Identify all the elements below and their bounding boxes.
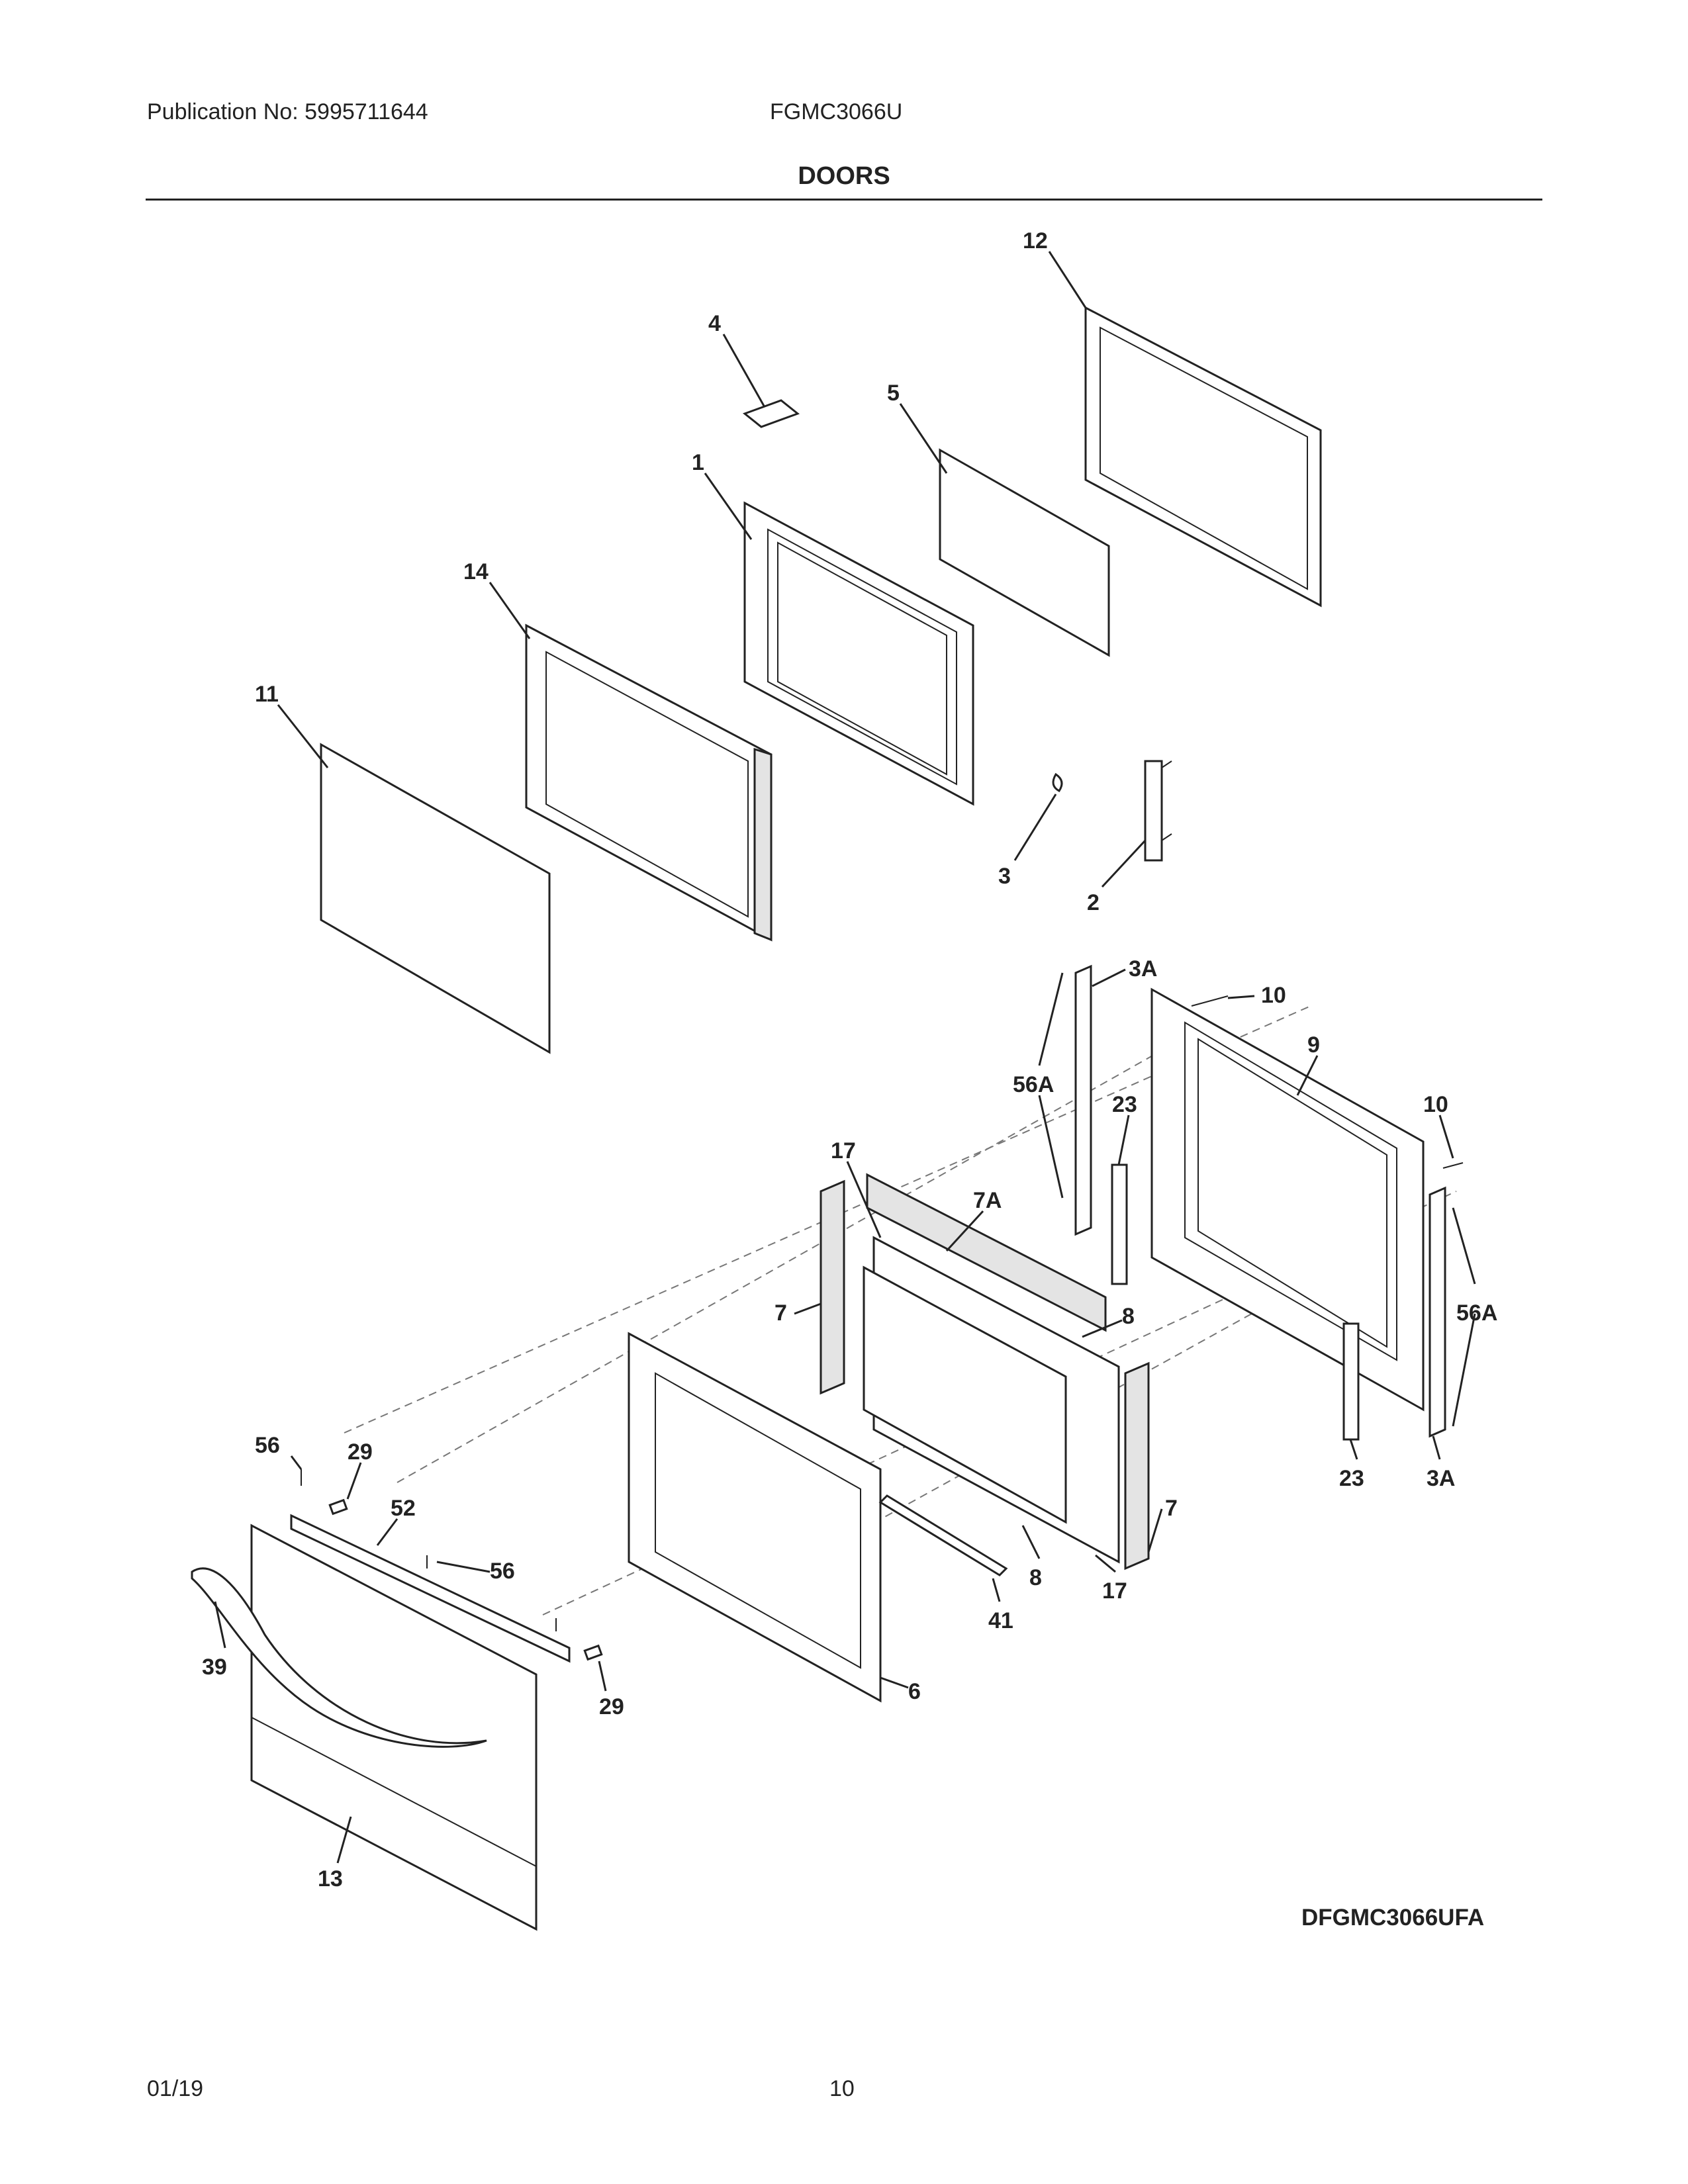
callout-7-left: 7 (774, 1300, 787, 1326)
callout-29-top: 29 (348, 1439, 373, 1465)
part-3a-side-channel-top (1074, 964, 1092, 1236)
leader-lines (214, 251, 1476, 1864)
callout-8-top: 8 (1122, 1304, 1135, 1329)
callout-7-right: 7 (1165, 1496, 1178, 1521)
part-4-clip (742, 399, 800, 428)
callout-9: 9 (1307, 1032, 1320, 1058)
callout-17-top: 17 (831, 1138, 856, 1163)
part-3-spring (1052, 772, 1063, 792)
part-8-door-glass (863, 1265, 1067, 1524)
callout-2: 2 (1087, 890, 1100, 915)
callout-8-bottom: 8 (1029, 1565, 1042, 1590)
part-10-screw-right (1442, 1162, 1464, 1169)
page-title: DOORS (798, 162, 890, 190)
header-rule (146, 199, 1542, 201)
callout-3: 3 (998, 864, 1011, 889)
part-9-door-liner (1150, 987, 1425, 1412)
part-1-inner-door-frame (743, 501, 974, 806)
callout-12: 12 (1023, 228, 1048, 253)
footer-date: 01/19 (147, 2076, 204, 2101)
part-52-top-trim (290, 1514, 571, 1663)
callout-labels: 12 4 5 1 14 11 3 2 3A 10 9 56A 23 10 17 … (202, 228, 1497, 1891)
part-7-insulation-left (820, 1179, 845, 1395)
callout-6: 6 (908, 1679, 921, 1704)
callout-39: 39 (202, 1655, 227, 1680)
callout-4: 4 (708, 311, 721, 336)
callout-3a-bottom: 3A (1427, 1466, 1455, 1491)
callout-10-top: 10 (1261, 983, 1286, 1008)
callout-29-bottom: 29 (599, 1694, 624, 1719)
part-14-door-trim-frame (525, 623, 773, 942)
callout-23-top: 23 (1112, 1092, 1137, 1117)
callout-13: 13 (318, 1866, 343, 1891)
part-11-outer-glass (320, 743, 551, 1054)
callout-7a: 7A (973, 1188, 1002, 1213)
part-10-screw-top (1191, 995, 1229, 1007)
callout-41: 41 (988, 1608, 1013, 1633)
callout-1: 1 (692, 450, 704, 475)
callout-10-right: 10 (1423, 1092, 1448, 1117)
publication-number: Publication No: 5995711644 (147, 99, 428, 124)
callout-52: 52 (391, 1496, 416, 1521)
callout-5: 5 (887, 381, 900, 406)
page-number: 10 (829, 2076, 855, 2101)
diagram-code: DFGMC3066UFA (1301, 1905, 1485, 1931)
callout-56a-right: 56A (1456, 1300, 1497, 1326)
callout-3a-top: 3A (1129, 956, 1157, 981)
part-23-hinge-top (1111, 1163, 1128, 1285)
part-7-insulation-right (1124, 1361, 1150, 1570)
callout-14: 14 (463, 559, 489, 584)
callout-56-mid: 56 (490, 1559, 515, 1584)
part-12-rear-door-frame (1084, 306, 1322, 608)
part-23-hinge-bottom (1342, 1322, 1360, 1441)
callout-23-bottom: 23 (1339, 1466, 1364, 1491)
callout-17-bottom: 17 (1102, 1578, 1127, 1604)
part-5-inner-glass (939, 448, 1110, 657)
callout-56a-left: 56A (1013, 1072, 1054, 1097)
part-13-outer-door-panel (250, 1524, 538, 1931)
part-41-rail (878, 1494, 1008, 1576)
part-2-bracket (1144, 760, 1172, 862)
part-29-bumper-top (328, 1498, 348, 1516)
part-7a-insulation-top (866, 1173, 1107, 1332)
model-number: FGMC3066U (770, 99, 903, 124)
part-29-bumper-bottom (583, 1644, 603, 1661)
part-39-handle (191, 1567, 487, 1748)
callout-11: 11 (255, 682, 279, 707)
part-3a-side-channel-bottom (1429, 1186, 1446, 1438)
callout-56-left: 56 (255, 1433, 280, 1458)
part-6-inner-door-panel (628, 1332, 882, 1703)
